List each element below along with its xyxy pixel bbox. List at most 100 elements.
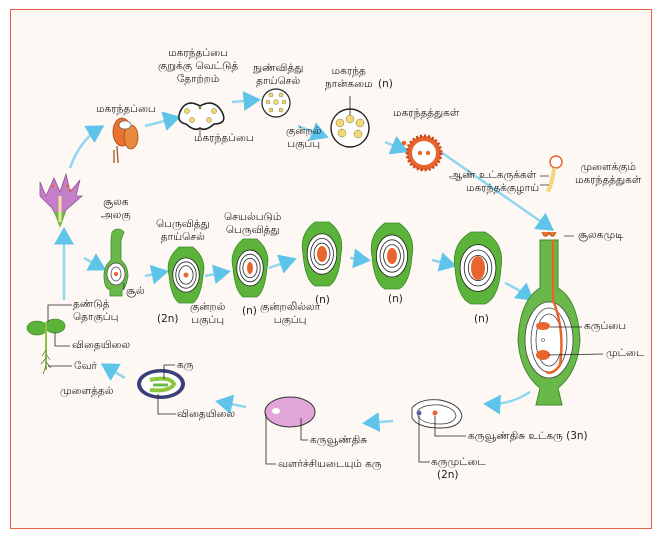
label-endosperm: கருவூண்திசு (310, 434, 368, 446)
arrow-mmc-to-megaspore (204, 264, 231, 285)
ovule-layer (383, 244, 401, 268)
label-line: நான்கமை (325, 78, 373, 90)
ovule-layer (379, 239, 405, 273)
endosperm-illustration (264, 396, 316, 465)
embryo-sac-nucleus (387, 248, 397, 264)
label-mmc-ploidy: (2n) (157, 313, 179, 325)
label-line: பகுப்பு (191, 314, 225, 326)
arrow-stage6-to-pistil (504, 281, 534, 302)
ovule-layer (463, 249, 493, 287)
label-line: தாய்செல் (256, 75, 301, 87)
label-pistil: சூலக அலகு (101, 196, 131, 222)
ovule-stage-3 (301, 221, 343, 287)
label-line: சூலக (103, 196, 129, 208)
label-hypocotyl: தண்டுத் தொகுப்பு (73, 298, 118, 324)
germinating-pollen-illustration (540, 155, 563, 193)
anther-cross-section (178, 102, 225, 131)
label-line: அலகு (101, 209, 131, 221)
arrow-seed-to-seedling (100, 363, 126, 382)
ovule-stages-group (167, 221, 503, 305)
label-germinating-pollen: முளைக்கும் மகரந்தத்துகள் (575, 161, 641, 187)
label-zygote-ploidy: (2n) (437, 469, 459, 481)
pollen-tetrad-illustration (330, 96, 370, 148)
label-megaspore-ploidy: (n) (242, 305, 257, 317)
embryo-sac-nucleus (247, 262, 253, 274)
label-line: பெருவித்து (156, 218, 210, 230)
arrow-mmc-to-tetrad (297, 122, 329, 141)
label-cotyledon-seedling: விதையிலை (72, 339, 131, 351)
label-pollen-grains: மகரந்தத்துகள் (393, 107, 460, 119)
label-embryo: கரு (177, 359, 194, 371)
label-pollen-sac: மகரந்தப்பை (194, 132, 254, 144)
pistil-with-pollen-tube-illustration (517, 231, 604, 406)
label-line: தொகுப்பு (73, 311, 119, 323)
label-male-nuclei: ஆண் உட்கருக்கள் (449, 169, 537, 181)
ovule-layer (242, 257, 258, 279)
zygote-stage-illustration (411, 399, 466, 463)
label-line: தண்டுத் (73, 298, 110, 310)
label-meiosis-2: குன்றல் பகுப்பு (190, 301, 225, 327)
label-line: மகரந்த (331, 65, 366, 77)
label-line: தோற்றம் (176, 73, 220, 85)
label-line: செயல்படும் (224, 211, 282, 223)
label-zygote: கருமுட்டை (431, 456, 486, 468)
arrow-endosperm-to-seed (215, 394, 247, 415)
label-stage6-ploidy: (n) (474, 313, 489, 325)
arrow-zygote-to-endosperm (362, 412, 394, 433)
ovule-stage-1 (167, 246, 205, 304)
label-cotyledon-seed: விதையிலை (177, 408, 236, 420)
label-line: பகுப்பு (273, 314, 307, 326)
label-line: குன்றல் (190, 301, 226, 313)
ovule-layer (175, 261, 197, 289)
label-line: குறுக்கு வெட்டுத் (158, 60, 239, 72)
label-stage5-ploidy: (n) (388, 293, 403, 305)
label-developing-embryo: வளர்ச்சியடையும் கரு (278, 458, 382, 470)
embryo-sac-nucleus (183, 272, 189, 278)
seed-illustration (137, 364, 185, 415)
ovule-stage-4 (370, 222, 414, 290)
label-pollen-tube: மகரந்தக்குழாய் (466, 182, 540, 194)
label-microspore-mother-cell: நுண்வித்து தாய்செல் (253, 62, 303, 88)
label-meiosis-1: குன்றல் பகுப்பு (286, 125, 321, 151)
label-root: வேர் (74, 360, 97, 372)
arrow-flower-to-anther (68, 125, 105, 169)
label-stigma: சூலகமுடி (578, 229, 624, 241)
arrow-tetrad-to-pollen (384, 135, 409, 155)
embryo-sac-nucleus (317, 246, 327, 262)
label-line: தாய்செல் (160, 231, 205, 243)
label-germination: முளைத்தல் (60, 385, 114, 397)
ovule-stage-5 (453, 231, 503, 305)
ovule-layer (313, 242, 331, 266)
seedling-illustration (26, 304, 72, 375)
microspore-mother-cell-illustration (261, 88, 291, 118)
label-endosperm-nucleus: கருவூண்திசு உட்கரு (3n) (468, 430, 588, 442)
label-mitosis: குன்றலில்லா பகுப்பு (260, 301, 320, 327)
label-functional-megaspore: செயல்படும் பெருவித்து (224, 211, 281, 237)
label-anther: மகரந்தப்பை (96, 103, 156, 115)
label-ovary: கருப்பை (584, 320, 627, 332)
label-stage4-ploidy: (n) (315, 294, 330, 306)
arrow-pistil-to-zygote (483, 390, 531, 415)
ovule-layer (178, 265, 194, 285)
arrow-pollen-to-stigma (437, 148, 555, 231)
label-pollen-tetrad: மகரந்த நான்கமை (325, 65, 373, 91)
anther-illustration (112, 117, 139, 164)
arrow-ovule-to-mmc (144, 264, 169, 285)
label-megaspore-mother-cell: பெருவித்து தாய்செல் (156, 218, 210, 244)
pollen-grain-illustration (401, 134, 443, 172)
label-line: மகரந்தப்பை (168, 47, 228, 59)
ovule-layer (467, 254, 489, 281)
ovule-stage-2 (231, 238, 269, 298)
label-line: மகரந்தத்துகள் (575, 174, 642, 186)
label-line: நுண்வித்து (253, 62, 304, 74)
label-line: குன்றலில்லா (260, 301, 321, 313)
arrow-megaspore-to-stage4 (268, 254, 297, 274)
label-line: பகுப்பு (287, 138, 321, 150)
embryo-sac-nucleus (471, 256, 485, 280)
ovule-layer (239, 253, 261, 283)
arrow-pistil-to-ovule (83, 253, 107, 271)
label-egg: முட்டை (606, 347, 645, 359)
pistil-small-illustration (103, 228, 129, 297)
label-line: முளைக்கும் (580, 161, 636, 173)
